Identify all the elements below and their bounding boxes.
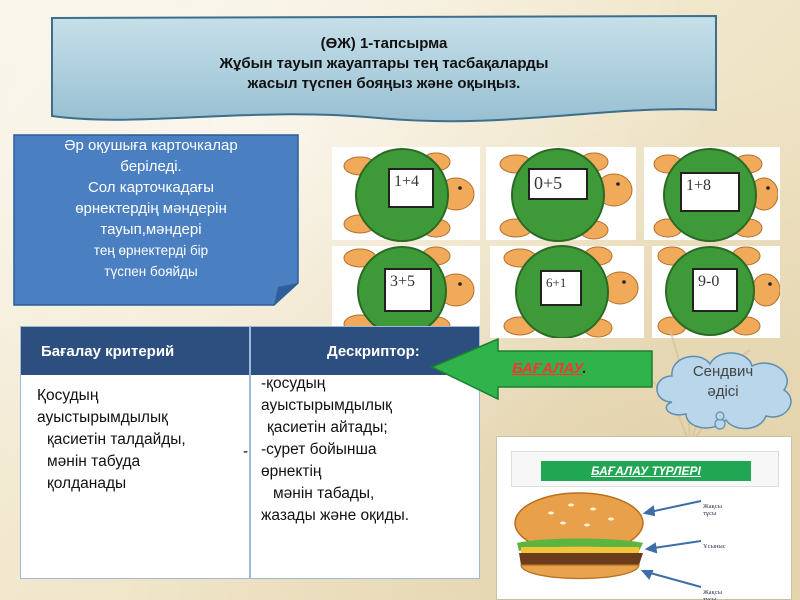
descriptor-line: мәнін табады, [273,485,375,502]
cloud-line-1: Сендвич [692,363,754,380]
sandwich-label-bottom: Жақсы тұсы [703,589,722,600]
descriptor-line: өрнектің [261,463,322,480]
turtle-icon [657,246,781,336]
turtle-card-1[interactable]: 1+4 [340,148,476,247]
header-descriptor: Дескриптор: [327,343,420,360]
expression-box: 6+1 [540,270,582,306]
descriptor-line: -сурет бойынша [261,441,377,458]
expression-box: 1+4 [388,168,434,208]
note-line: тауып,мәндері [100,221,202,238]
arrow-shape [430,337,653,401]
criteria-line: қасиетін талдайды, [47,431,186,448]
cloud-line-2: әдісі [707,383,739,400]
criteria-line: мәнін табуда [47,453,141,470]
assessment-arrow[interactable]: БАҒАЛАУ. [430,337,654,401]
note-shape [13,134,299,306]
column-divider [249,327,251,578]
assessment-label: БАҒАЛАУ [512,360,583,377]
turtle-card-5[interactable]: 6+1 [500,244,640,343]
note-line: беріледі. [120,158,182,175]
criteria-line: ауыстырымдылық [37,409,168,426]
criteria-text: Қосудың ауыстырымдылық қасиетін талдайды… [37,385,186,495]
task-banner: (ӨЖ) 1-тапсырма Жұбын тауып жауаптары те… [48,12,720,130]
note-line: түспен бояйды [104,264,198,279]
assessment-types-tag: БАҒАЛАУ ТҮРЛЕРІ [541,461,751,481]
banner-shape [51,14,717,123]
assessment-types-panel: БАҒАЛАУ ТҮРЛЕРІ Жақсы тұсы Ұсыныс Жақсы … [496,436,792,600]
expression-box: 9-0 [692,268,738,312]
descriptor-line: жазады және оқиды. [261,507,410,524]
expression-box: 1+8 [680,172,740,212]
criteria-line: Қосудың [37,387,99,404]
expression-box: 3+5 [384,268,432,312]
banner-line-3: жасыл түспен бояңыз және оқыңыз. [247,75,521,92]
criteria-line: қолданады [47,475,127,492]
sandwich-label-top: Жақсы тұсы [703,503,722,517]
descriptor-line: -қосудың [261,375,326,392]
note-line: Әр оқушыға карточкалар [64,137,238,154]
note-line: Сол карточкадағы [87,179,215,196]
assessment-dot: . [582,360,587,377]
turtle-card-2[interactable]: 0+5 [494,148,634,247]
note-line: өрнектердің мәндерін [75,200,227,217]
descriptor-line: ауыстырымдылық [261,397,392,414]
turtle-card-6[interactable]: 9-0 [654,244,781,343]
burger-image [514,492,702,588]
instruction-note: Әр оқушыға карточкалар беріледі. Сол кар… [12,133,304,307]
descriptor-line: қасиетін айтады; [267,419,388,436]
turtle-card-4[interactable]: 3+5 [340,244,476,341]
expression-box: 0+5 [528,168,588,200]
dash-mark: - [243,443,249,460]
header-criteria: Бағалау критерий [41,343,175,360]
banner-line-2: Жұбын тауып жауаптары тең тасбақаларды [219,55,549,72]
note-line: тең өрнектерді бір [93,243,209,258]
criteria-table: Бағалау критерий Дескриптор: Қосудың ауы… [20,326,480,579]
sandwich-method-cloud: Сендвич әдісі [648,346,798,430]
banner-line-1: (ӨЖ) 1-тапсырма [320,35,448,52]
cloud-shape [656,352,792,430]
sandwich-label-middle: Ұсыныс [703,543,726,550]
descriptor-text: -қосудың ауыстырымдылық қасиетін айтады;… [261,373,409,527]
turtle-card-3[interactable]: 1+8 [650,148,779,247]
